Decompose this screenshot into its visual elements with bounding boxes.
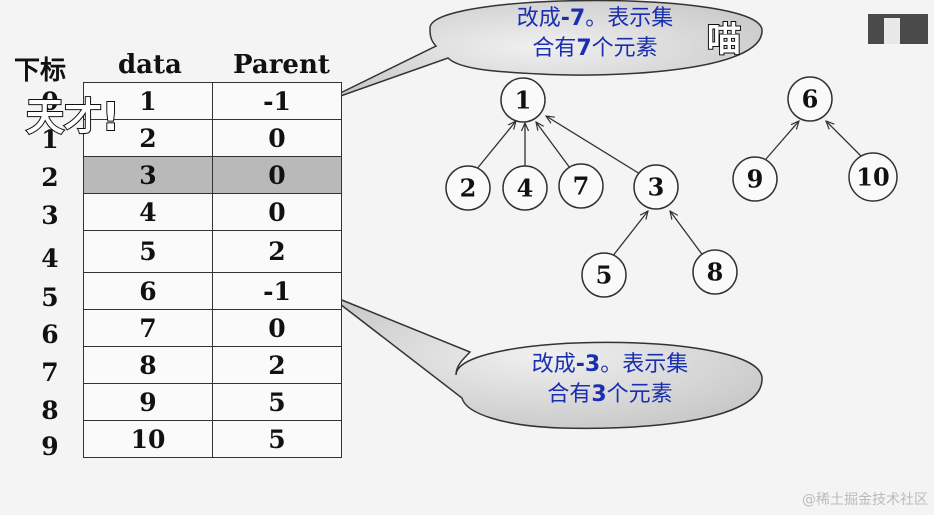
data-cell: 2 (83, 119, 213, 157)
data-cell: 1 (83, 82, 213, 120)
table-row: 7 0 (83, 309, 342, 347)
overlay-caption-tiancai: 天才! (25, 94, 120, 140)
index-cell: 9 (41, 432, 59, 461)
edge-8-to-3 (670, 211, 705, 258)
callout-text-top: 改成-7。表示集 合有7个元素 (516, 6, 674, 61)
tree-node (558, 163, 604, 209)
data-cell: 9 (83, 383, 213, 421)
tree-node-label: 4 (517, 174, 534, 203)
table-row-highlighted: 3 0 (83, 156, 342, 194)
edge-5-to-3 (611, 211, 648, 258)
callout-bubble-bottom (326, 293, 763, 430)
overlay-caption-miao: 喵 (706, 19, 742, 61)
data-cell: 10 (83, 420, 213, 458)
edge-10-to-6 (826, 121, 865, 160)
watermark: @稀土掘金技术社区 (802, 492, 928, 508)
tree-node (500, 77, 546, 123)
tree-node (848, 152, 898, 202)
index-cell: 5 (41, 283, 59, 312)
tree-node (581, 252, 627, 298)
edge-3-to-1 (546, 116, 641, 175)
tree-node (633, 164, 679, 210)
parent-cell: -1 (212, 82, 342, 120)
tree-node (692, 249, 738, 295)
union-find-table: 1 -1 2 0 3 0 4 0 5 2 6 -1 7 0 8 2 (83, 82, 342, 458)
table-row: 1 -1 (83, 82, 342, 120)
tree-node-label: 1 (515, 86, 532, 115)
data-cell: 5 (83, 230, 213, 273)
table-row: 10 5 (83, 420, 342, 458)
tree-node-label: 10 (856, 163, 889, 192)
table-row: 2 0 (83, 119, 342, 157)
tree-node (732, 156, 778, 202)
tree-node-label: 5 (596, 261, 613, 290)
tree-node (502, 165, 548, 211)
index-cell: 0 (41, 87, 59, 116)
parent-cell: 2 (212, 346, 342, 384)
index-cell: 1 (41, 125, 59, 154)
tree-node-label: 8 (707, 258, 724, 287)
callout-text-bottom: 改成-3。表示集 合有3个元素 (531, 352, 689, 407)
data-cell: 6 (83, 272, 213, 310)
index-cell: 8 (41, 396, 59, 425)
parent-cell: 0 (212, 309, 342, 347)
edge-9-to-6 (765, 121, 799, 160)
table-row: 9 5 (83, 383, 342, 421)
table-row: 5 2 (83, 230, 342, 273)
edge-2-to-1 (475, 121, 516, 171)
table-row: 8 2 (83, 346, 342, 384)
parent-cell: 0 (212, 156, 342, 194)
data-cell: 3 (83, 156, 213, 194)
tree-node-label: 7 (573, 172, 590, 201)
tree-node (787, 76, 833, 122)
data-cell: 8 (83, 346, 213, 384)
tree-node-label: 3 (648, 173, 665, 202)
folder-icon (868, 14, 928, 44)
parent-cell: 0 (212, 119, 342, 157)
index-cell: 7 (41, 358, 59, 387)
tree-node-label: 9 (747, 165, 764, 194)
index-cell: 3 (41, 201, 59, 230)
tree-edges (475, 116, 865, 258)
data-cell: 4 (83, 193, 213, 231)
parent-cell: 5 (212, 383, 342, 421)
parent-cell: 0 (212, 193, 342, 231)
table-row: 4 0 (83, 193, 342, 231)
parent-cell: -1 (212, 272, 342, 310)
tree-node-label: 6 (802, 85, 819, 114)
header-index: 下标 (14, 56, 67, 86)
header-parent: Parent (233, 50, 330, 80)
index-cell: 6 (41, 320, 59, 349)
table-row: 6 -1 (83, 272, 342, 310)
edge-7-to-1 (536, 122, 571, 169)
tree-node-label: 2 (460, 174, 477, 203)
header-data: data (118, 50, 182, 80)
tree-node (445, 165, 491, 211)
parent-cell: 5 (212, 420, 342, 458)
data-cell: 7 (83, 309, 213, 347)
parent-cell: 2 (212, 230, 342, 273)
index-cell: 4 (41, 244, 59, 273)
index-cell: 2 (41, 163, 59, 192)
